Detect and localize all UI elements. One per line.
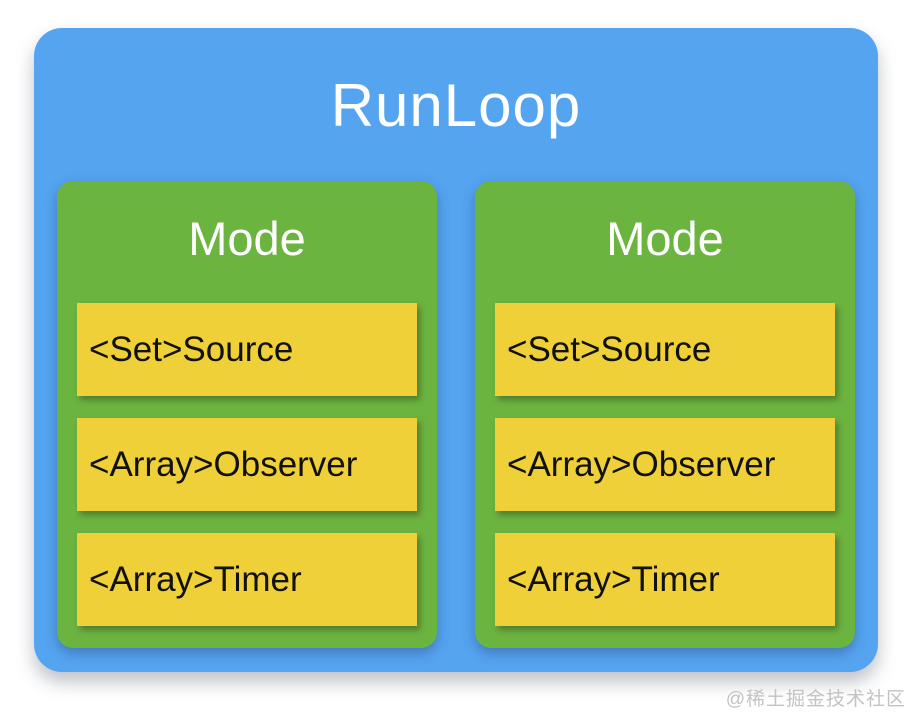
item-array-observer: <Array>Observer [495, 418, 835, 511]
item-set-source: <Set>Source [77, 303, 417, 396]
mode-title: Mode [606, 212, 724, 265]
item-set-source: <Set>Source [495, 303, 835, 396]
item-array-observer: <Array>Observer [77, 418, 417, 511]
watermark: @稀土掘金技术社区 [725, 689, 906, 710]
runloop-title: RunLoop [330, 72, 582, 139]
mode-items-list: <Set>Source <Array>Observer <Array>Timer [57, 303, 437, 626]
mode-box-left: Mode <Set>Source <Array>Observer <Array>… [57, 181, 437, 648]
mode-title: Mode [188, 212, 306, 265]
mode-box-right: Mode <Set>Source <Array>Observer <Array>… [475, 181, 855, 648]
item-array-timer: <Array>Timer [495, 533, 835, 626]
runloop-container: RunLoop Mode <Set>Source <Array>Observer… [34, 28, 878, 672]
item-array-timer: <Array>Timer [77, 533, 417, 626]
modes-row: Mode <Set>Source <Array>Observer <Array>… [34, 181, 878, 648]
mode-items-list: <Set>Source <Array>Observer <Array>Timer [475, 303, 855, 626]
